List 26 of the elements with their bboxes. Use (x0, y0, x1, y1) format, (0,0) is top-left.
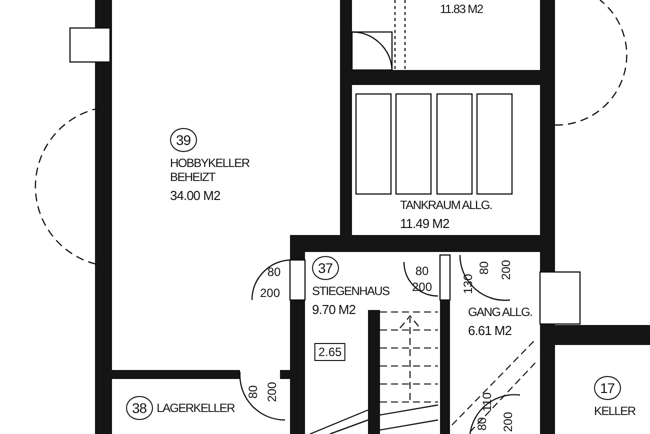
room-area: 34.00 M2 (170, 188, 220, 203)
room-area: 6.61 M2 (468, 323, 512, 338)
room-area: 11.49 M2 (400, 216, 450, 231)
door-dimension: 80 (415, 264, 429, 278)
room-name: HOBBYKELLER BEHEIZT (170, 156, 250, 184)
door-dimension: 110 (480, 392, 494, 412)
room-name: GANG ALLG. (468, 305, 532, 319)
door-dimension: 80 (477, 261, 491, 275)
door-dimension: 80 (475, 417, 489, 431)
door-dimension: 80 (246, 385, 260, 399)
room-name: STIEGENHAUS (312, 284, 390, 298)
room-number: 39 (170, 128, 197, 152)
room-number: 38 (126, 396, 153, 420)
door-dimension: 200 (499, 260, 513, 280)
room-name: 11.83 M2 (440, 2, 483, 16)
door-dimension: 200 (260, 286, 280, 300)
room-area: 9.70 M2 (312, 302, 356, 317)
room-number: 37 (312, 256, 339, 280)
door-dimension: 200 (501, 412, 515, 432)
door-dimension: 200 (265, 382, 279, 402)
room-name: LAGERKELLER (156, 401, 234, 415)
room-name: KELLER (594, 404, 636, 418)
room-number: 17 (594, 376, 621, 400)
level-mark: 2.65 (314, 343, 346, 361)
door-dimension: 80 (267, 265, 281, 279)
room-name: TANKRAUM ALLG. (400, 198, 492, 212)
